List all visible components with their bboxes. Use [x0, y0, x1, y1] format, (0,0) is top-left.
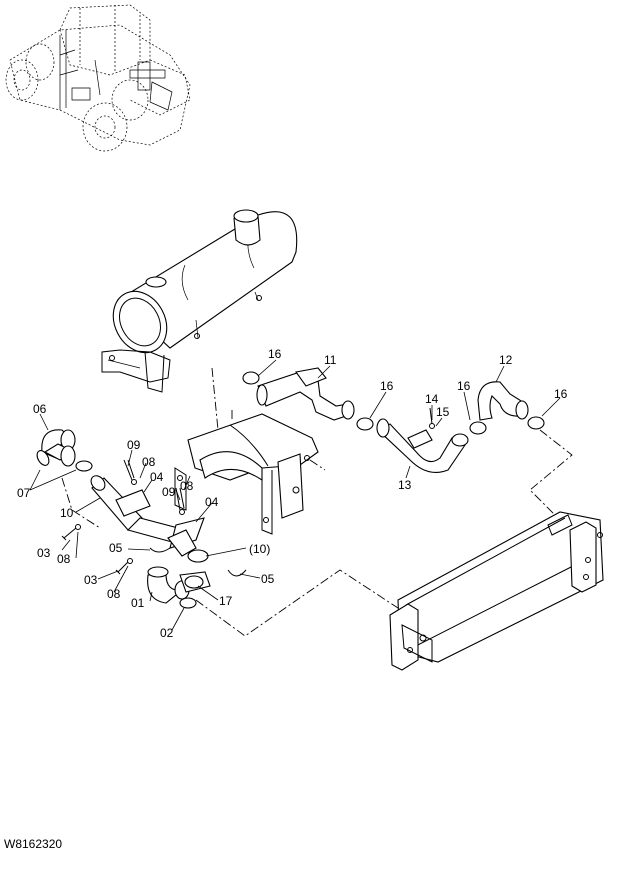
elbow-17 — [179, 571, 211, 593]
callout-06: 06 — [33, 402, 47, 416]
callout-15: 15 — [436, 405, 450, 419]
callout-05: 05 — [109, 541, 123, 555]
drawing-id-label: W8162320 — [4, 837, 63, 851]
mounting-bracket — [174, 413, 319, 535]
callout-09: 09 — [162, 485, 176, 499]
callout-16: 16 — [554, 387, 568, 401]
clamp-07 — [36, 450, 93, 472]
callout-04: 04 — [205, 495, 219, 509]
hose-06 — [41, 429, 76, 467]
clamps-16 — [242, 371, 545, 435]
callout-07: 07 — [17, 486, 31, 500]
callout-04: 04 — [150, 470, 164, 484]
pipe-13 — [376, 418, 469, 473]
callout-16: 16 — [268, 347, 282, 361]
callout-08: 08 — [107, 587, 121, 601]
bolts-03-08 — [61, 459, 185, 575]
callout-11: 11 — [324, 353, 337, 367]
callout-02: 02 — [160, 626, 174, 640]
callout-03: 03 — [84, 573, 98, 587]
hose-11 — [256, 367, 355, 421]
callouts: 06 07 10 09 08 04 09 08 04 03 08 05 (10)… — [17, 347, 568, 640]
leader-lines — [29, 359, 561, 631]
callout-16: 16 — [457, 379, 471, 393]
callout-13: 13 — [398, 478, 412, 492]
callout-09: 09 — [127, 438, 141, 452]
callout-10: 10 — [60, 506, 74, 520]
pipe-10 — [90, 475, 179, 543]
routing-lines — [61, 367, 573, 637]
hose-12 — [477, 381, 529, 421]
callout-01: 01 — [131, 596, 145, 610]
intercooler — [389, 511, 604, 671]
callout-17: 17 — [219, 594, 233, 608]
callout-16: 16 — [380, 379, 394, 393]
callout-12: 12 — [499, 353, 513, 367]
callout-05: 05 — [261, 572, 275, 586]
elbow-01 — [147, 566, 190, 604]
callout-03: 03 — [37, 546, 51, 560]
vehicle-locator-thumbnail — [5, 4, 191, 152]
callout-08: 08 — [57, 552, 71, 566]
pipe-04-assembly — [167, 517, 209, 563]
bolt-14-15 — [429, 407, 435, 429]
muffler — [101, 209, 298, 393]
callout-08: 08 — [180, 479, 194, 493]
callout-10-ref: (10) — [249, 542, 270, 556]
callout-14: 14 — [425, 392, 439, 406]
clamps-05 — [149, 547, 247, 577]
callout-08: 08 — [142, 455, 156, 469]
clamp-02 — [179, 597, 197, 609]
